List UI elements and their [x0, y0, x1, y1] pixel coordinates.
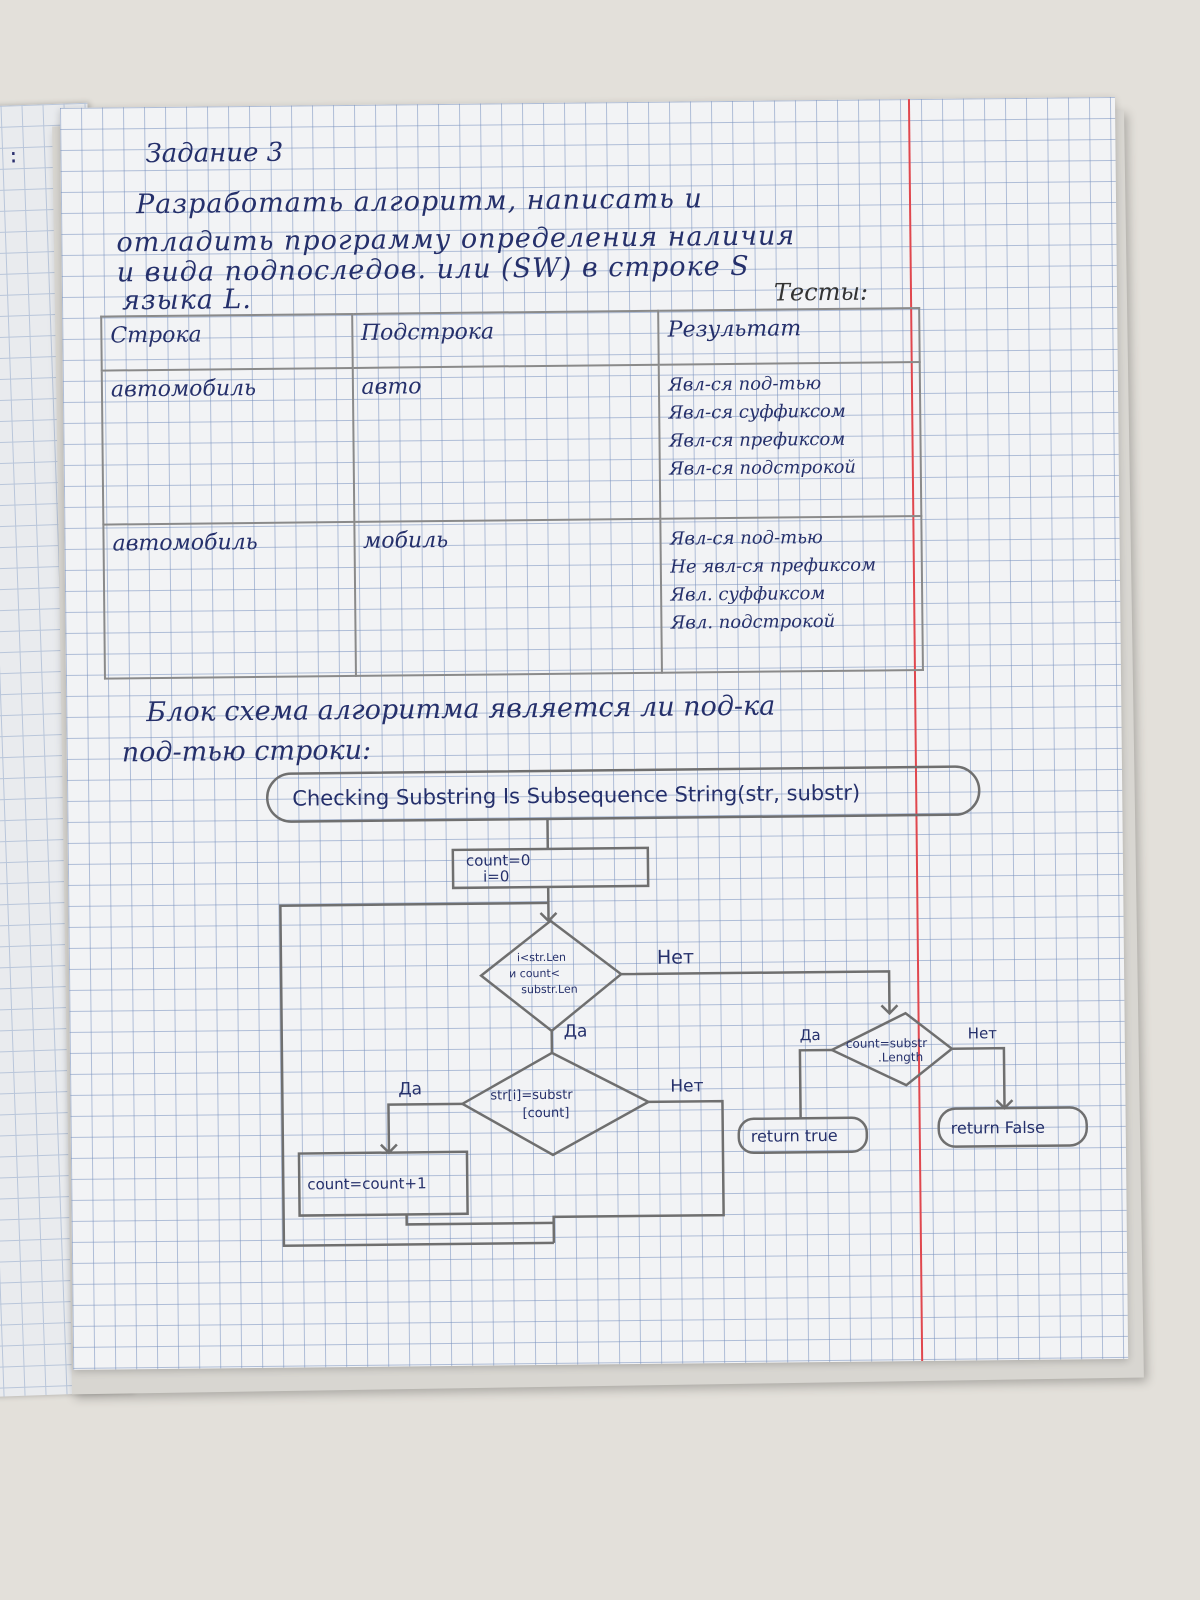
final-decision: [829, 1011, 954, 1087]
compare-decision: [459, 1051, 652, 1157]
increment-process: [297, 1150, 469, 1217]
return-true-terminal: [737, 1116, 869, 1155]
init-line-1: count=0: [466, 851, 531, 870]
connector: [405, 1214, 554, 1226]
init-process: [451, 846, 650, 890]
compare-cond-line-1: str[i]=substr: [490, 1088, 573, 1104]
compare-yes-label: Да: [398, 1079, 422, 1099]
loop-yes-label: Да: [564, 1022, 588, 1042]
final-yes-label: Да: [800, 1026, 821, 1044]
loop-cond-line-3: substr.Len: [521, 983, 578, 997]
start-label: Checking Substring Is Subsequence String…: [292, 781, 860, 811]
connector: [798, 1048, 832, 1119]
connector: [951, 1046, 1006, 1109]
loop-cond-line-2: и count<: [509, 967, 560, 981]
final-no-label: Нет: [968, 1024, 998, 1042]
connector: [621, 970, 891, 1014]
connector: [552, 1099, 725, 1243]
connector: [279, 901, 554, 1247]
flowchart: Checking Substring Is Subsequence String…: [265, 765, 1088, 1247]
connector: [387, 1102, 463, 1153]
return-false-label: return False: [951, 1118, 1045, 1138]
left-page-mark: 2 :: [0, 143, 20, 168]
return-false-terminal: [937, 1106, 1088, 1148]
init-line-2: i=0: [483, 867, 509, 885]
loop-no-label: Нет: [657, 946, 694, 968]
notebook-page: Задание 3 Разработать алгоритм, написать…: [60, 96, 1129, 1370]
return-true-label: return true: [751, 1126, 838, 1146]
increment-label: count=count+1: [307, 1174, 427, 1193]
start-terminal: [265, 765, 981, 823]
final-cond-line-2: .Length: [878, 1050, 923, 1064]
compare-cond-line-2: [count]: [522, 1106, 569, 1121]
loop-cond-line-1: i<str.Len: [517, 951, 566, 965]
compare-no-label: Нет: [670, 1076, 703, 1096]
arrow-head: [880, 1004, 899, 1016]
final-cond-line-1: count=substr: [846, 1036, 927, 1051]
